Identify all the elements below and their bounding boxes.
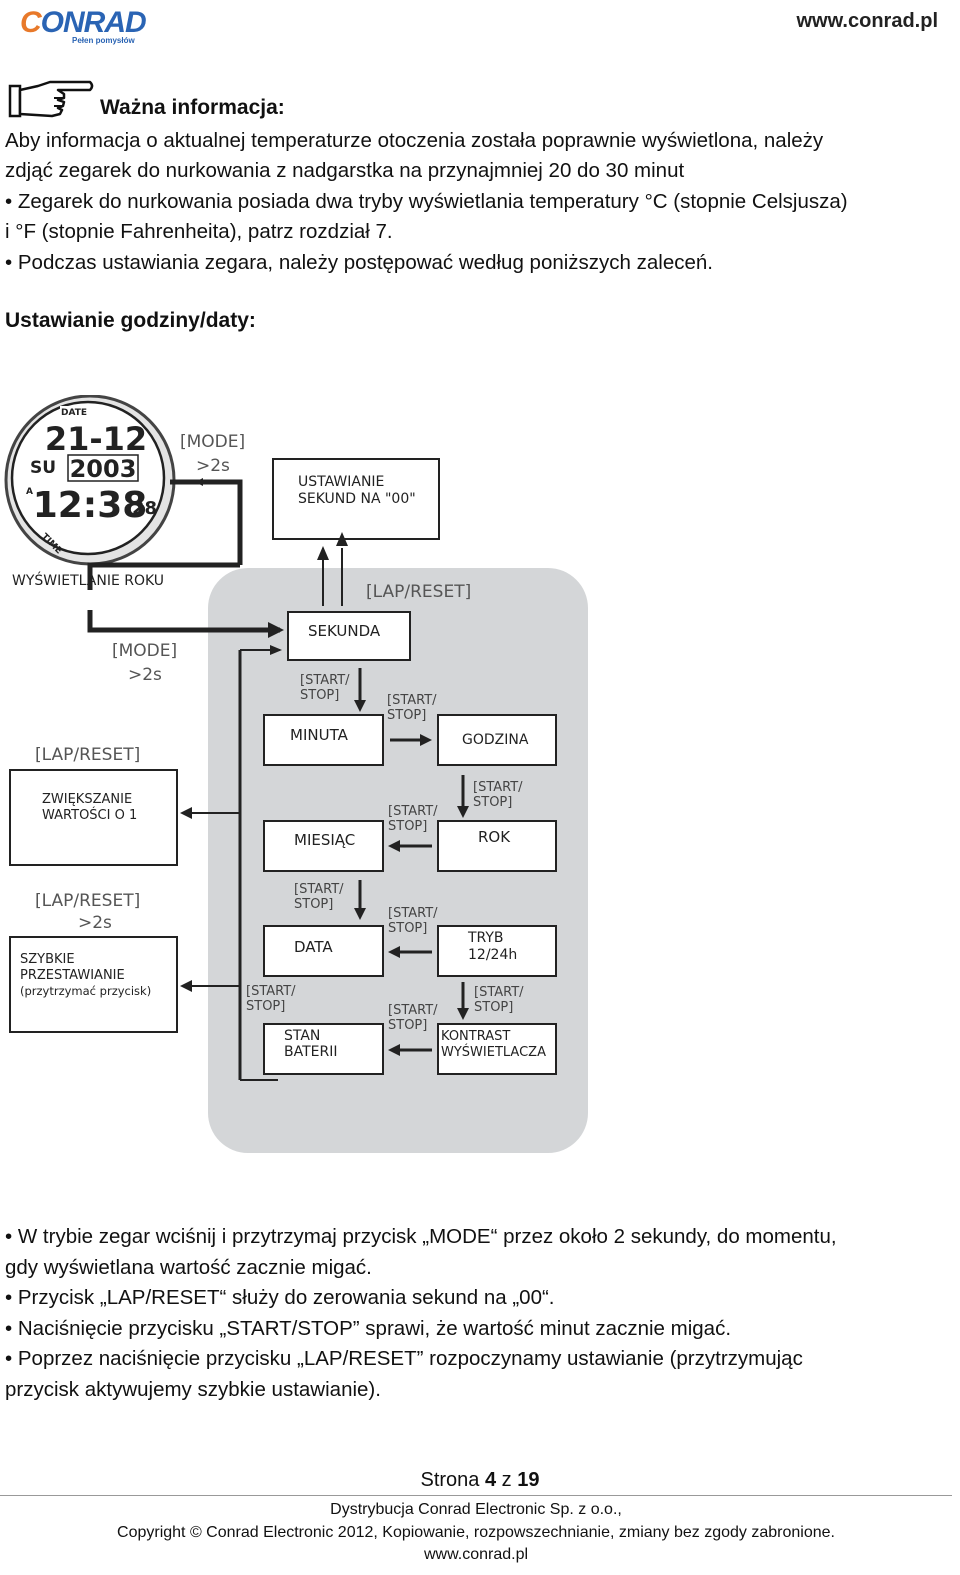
conrad-logo: CONRAD Pełen pomysłów <box>20 6 147 46</box>
logo-first-letter: C <box>20 6 42 39</box>
box-data: DATA <box>294 938 333 956</box>
box-fast-line2: PRZESTAWIANIE <box>20 968 125 983</box>
watch-alarm-mark: A <box>26 487 33 497</box>
box-minuta: MINUTA <box>290 726 349 744</box>
start-stop-3b: STOP] <box>473 795 512 810</box>
watch-seconds: 28 <box>132 498 157 519</box>
box-stan-line1: STAN <box>284 1028 320 1044</box>
instruction-line-2: gdy wyświetlana wartość zacznie migać. <box>5 1256 372 1279</box>
watch-year: 2003 <box>70 455 137 483</box>
mode-top-2s: >2s <box>196 456 230 476</box>
logo-wordmark: CONRAD <box>20 6 147 40</box>
page-prefix: Strona <box>420 1469 485 1491</box>
start-stop-7b: STOP] <box>246 999 285 1014</box>
start-stop-9b: STOP] <box>388 1018 427 1033</box>
box-sekunda: SEKUNDA <box>308 622 381 640</box>
watch-weekday: SU <box>30 458 56 478</box>
logo-rest: ONRAD <box>40 6 147 39</box>
mode-left-label: [MODE] <box>112 641 177 661</box>
box-stan-line2: BATERII <box>284 1044 337 1060</box>
important-line-4: i °F (stopnie Fahrenheita), patrz rozdzi… <box>5 220 393 243</box>
start-stop-7: [START/ <box>246 984 296 999</box>
start-stop-8b: STOP] <box>474 1000 513 1015</box>
box-increment-line2: WARTOŚCI O 1 <box>42 807 137 823</box>
start-stop-4: [START/ <box>388 804 438 819</box>
important-line-3: • Zegarek do nurkowania posiada dwa tryb… <box>5 190 848 213</box>
footer-distributor: Dystrybucja Conrad Electronic Sp. z o.o.… <box>330 1501 622 1518</box>
important-line-1: Aby informacja o aktualnej temperaturze … <box>5 129 824 152</box>
instruction-line-5: • Poprzez naciśnięcie przycisku „LAP/RES… <box>5 1347 803 1370</box>
lap-reset-left2-label: [LAP/RESET] <box>35 891 140 911</box>
box-tryb-line2: 12/24h <box>468 947 517 963</box>
watch-date-label: DATE <box>61 408 87 418</box>
page-number: Strona 4 z 19 <box>0 1469 960 1492</box>
instruction-line-6: przycisk aktywujemy szybkie ustawianie). <box>5 1378 381 1401</box>
box-fast-line3: (przytrzymać przycisk) <box>20 984 151 998</box>
page-current: 4 <box>484 1469 497 1491</box>
box-tryb-line1: TRYB <box>467 930 504 946</box>
watch-date: 21-12 <box>45 420 147 458</box>
watch-display: DATE 21-12 SU 2003 A 12:38 28 TIME <box>4 395 176 566</box>
time-setting-diagram: DATE 21-12 SU 2003 A 12:38 28 TIME [MODE… <box>4 395 588 1153</box>
header-website[interactable]: www.conrad.pl <box>796 10 939 32</box>
start-stop-9: [START/ <box>388 1003 438 1018</box>
page-total: 19 <box>517 1469 540 1491</box>
pointing-hand-icon <box>8 80 94 118</box>
box-godzina: GODZINA <box>462 732 529 748</box>
box-kontrast-line1: KONTRAST <box>441 1029 510 1044</box>
start-stop-5: [START/ <box>294 882 344 897</box>
logo-tagline: Pełen pomysłów <box>72 36 135 45</box>
watch-time: 12:38 <box>33 485 148 526</box>
start-stop-6: [START/ <box>388 906 438 921</box>
box-rok: ROK <box>478 828 511 846</box>
page-sep: z <box>496 1469 518 1491</box>
box-fast-line1: SZYBKIE <box>20 952 75 967</box>
box-seconds-reset-line1: USTAWIANIE <box>298 474 384 490</box>
box-miesiac: MIESIĄC <box>294 831 355 849</box>
important-line-5: • Podczas ustawiania zegara, należy post… <box>5 251 714 274</box>
start-stop-1: [START/ <box>300 673 350 688</box>
start-stop-1b: STOP] <box>300 688 339 703</box>
instruction-line-3: • Przycisk „LAP/RESET“ służy do zerowani… <box>5 1286 555 1309</box>
section-title: Ustawianie godziny/daty: <box>5 309 256 332</box>
start-stop-3: [START/ <box>473 780 523 795</box>
start-stop-4b: STOP] <box>388 819 427 834</box>
mode-left-2s: >2s <box>128 665 162 685</box>
box-increment-line1: ZWIĘKSZANIE <box>42 792 132 807</box>
box-kontrast-line2: WYŚWIETLACZA <box>441 1044 546 1060</box>
start-stop-6b: STOP] <box>388 921 427 936</box>
start-stop-2: [START/ <box>387 693 437 708</box>
start-stop-5b: STOP] <box>294 897 333 912</box>
start-stop-2b: STOP] <box>387 708 426 723</box>
instruction-line-4: • Naciśnięcie przycisku „START/STOP” spr… <box>5 1317 732 1340</box>
footer-website[interactable]: www.conrad.pl <box>423 1546 529 1563</box>
start-stop-8: [START/ <box>474 985 524 1000</box>
important-line-2: zdjąć zegarek do nurkowania z nadgarstka… <box>5 159 685 182</box>
lap-reset-top-label: [LAP/RESET] <box>366 582 471 602</box>
box-seconds-reset-line2: SEKUND NA "00" <box>298 491 416 507</box>
instruction-line-1: • W trybie zegar wciśnij i przytrzymaj p… <box>5 1225 837 1248</box>
lap-reset-left-label: [LAP/RESET] <box>35 745 140 765</box>
footer-copyright: Copyright © Conrad Electronic 2012, Kopi… <box>117 1524 835 1541</box>
mode-top-label: [MODE] <box>180 432 245 452</box>
footer-divider <box>0 1495 952 1496</box>
lap-reset-left2-2s: >2s <box>78 913 112 933</box>
important-title: Ważna informacja: <box>100 96 285 119</box>
